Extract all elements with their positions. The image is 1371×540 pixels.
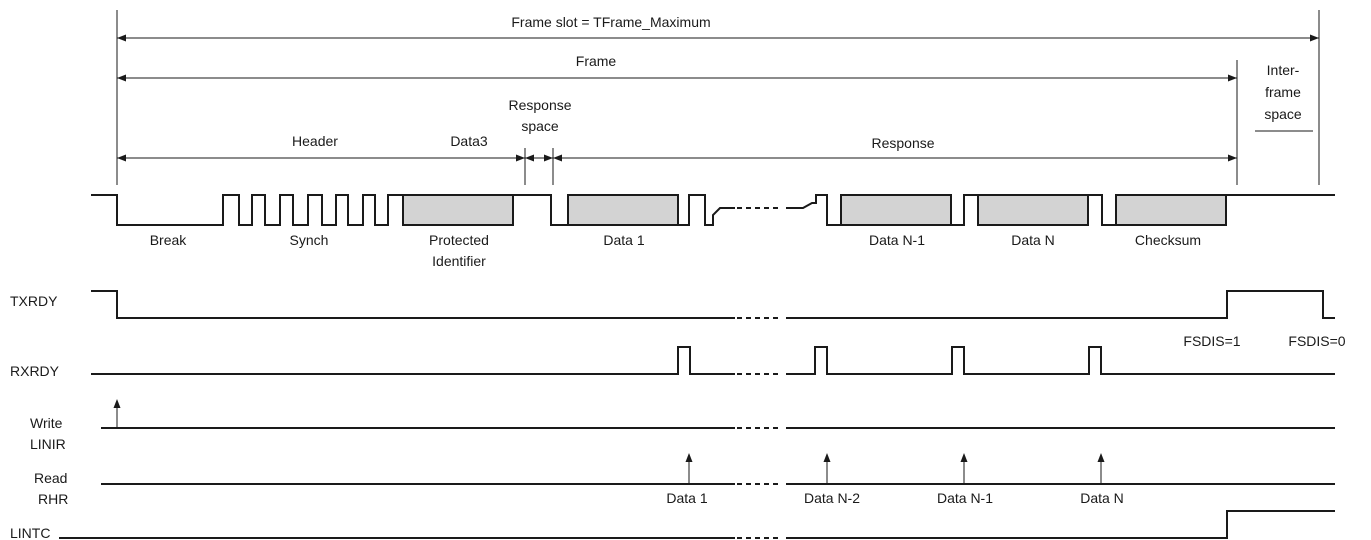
pid-label-line1: Protected: [429, 232, 489, 248]
fsdis1-note: FSDIS=1: [1183, 333, 1240, 349]
up-arrow-icon: [113, 399, 121, 408]
interframe-line2: frame: [1265, 84, 1301, 100]
checksum-field: [1115, 194, 1227, 226]
up-arrow-icon: [685, 453, 693, 462]
write-linir-signal: Write LINIR: [30, 399, 1335, 452]
checksum-label: Checksum: [1135, 232, 1201, 248]
synch-label: Synch: [290, 232, 329, 248]
read-data1-note: Data 1: [666, 490, 707, 506]
read-data-n-minus-2-note: Data N-2: [804, 490, 860, 506]
pid-label-line2: Identifier: [432, 253, 486, 269]
read-label-line1: Read: [34, 470, 67, 486]
data-n-field: [977, 194, 1089, 226]
frame-slot-dimension: Frame slot = TFrame_Maximum: [117, 14, 1319, 42]
response-space-line2: space: [521, 118, 559, 134]
write-label-line1: Write: [30, 415, 63, 431]
protected-identifier-field: [402, 194, 514, 226]
response-space-dimension: Response space: [508, 97, 572, 162]
interframe-space-label: Inter- frame space: [1255, 62, 1313, 132]
bus-line-part2: [786, 194, 1335, 226]
right-arrowhead-icon: [1228, 154, 1237, 162]
left-arrowhead-icon: [553, 154, 562, 162]
up-arrow-icon: [1097, 453, 1105, 462]
frame-slot-label: Frame slot = TFrame_Maximum: [511, 14, 710, 30]
txrdy-signal: TXRDY FSDIS=1 FSDIS=0: [10, 290, 1346, 349]
read-data-n-note: Data N: [1080, 490, 1124, 506]
left-arrowhead-icon: [525, 154, 534, 162]
left-arrowhead-icon: [117, 154, 126, 162]
left-arrowhead-icon: [117, 74, 126, 82]
header-label: Header: [292, 133, 338, 149]
response-space-line1: Response: [508, 97, 571, 113]
header-dimension: Header Data3: [117, 133, 525, 162]
read-label-line2: RHR: [38, 491, 68, 507]
boundary-markers: [116, 10, 1320, 185]
break-label: Break: [150, 232, 188, 248]
write-label-line2: LINIR: [30, 436, 66, 452]
read-rhr-signal: Read RHR Data 1 Data N-2 Data N-1 Data N: [34, 453, 1335, 507]
frame-label: Frame: [576, 53, 617, 69]
lin-bus-waveform: Break Synch Protected Identifier Data 1 …: [91, 194, 1335, 269]
frame-dimension: Frame: [117, 53, 1237, 82]
data-n-minus-1-label: Data N-1: [869, 232, 925, 248]
rxrdy-signal: RXRDY: [10, 346, 1335, 379]
data1-field: [567, 194, 679, 226]
response-label: Response: [871, 135, 934, 151]
read-data-n-minus-1-note: Data N-1: [937, 490, 993, 506]
left-arrowhead-icon: [117, 34, 126, 42]
data3-label: Data3: [450, 133, 488, 149]
right-arrowhead-icon: [1228, 74, 1237, 82]
fsdis0-note: FSDIS=0: [1288, 333, 1345, 349]
interframe-line3: space: [1264, 106, 1302, 122]
right-arrowhead-icon: [1310, 34, 1319, 42]
interframe-line1: Inter-: [1267, 62, 1300, 78]
lintc-label: LINTC: [10, 525, 50, 540]
up-arrow-icon: [960, 453, 968, 462]
txrdy-label: TXRDY: [10, 293, 58, 309]
data-n-minus-1-field: [840, 194, 952, 226]
right-arrowhead-icon: [516, 154, 525, 162]
bus-line-part1: [91, 194, 735, 226]
lintc-signal: LINTC: [10, 510, 1335, 540]
rxrdy-label: RXRDY: [10, 363, 60, 379]
response-dimension: Response: [553, 135, 1237, 162]
right-arrowhead-icon: [544, 154, 553, 162]
data1-label: Data 1: [603, 232, 644, 248]
data-n-label: Data N: [1011, 232, 1055, 248]
up-arrow-icon: [823, 453, 831, 462]
